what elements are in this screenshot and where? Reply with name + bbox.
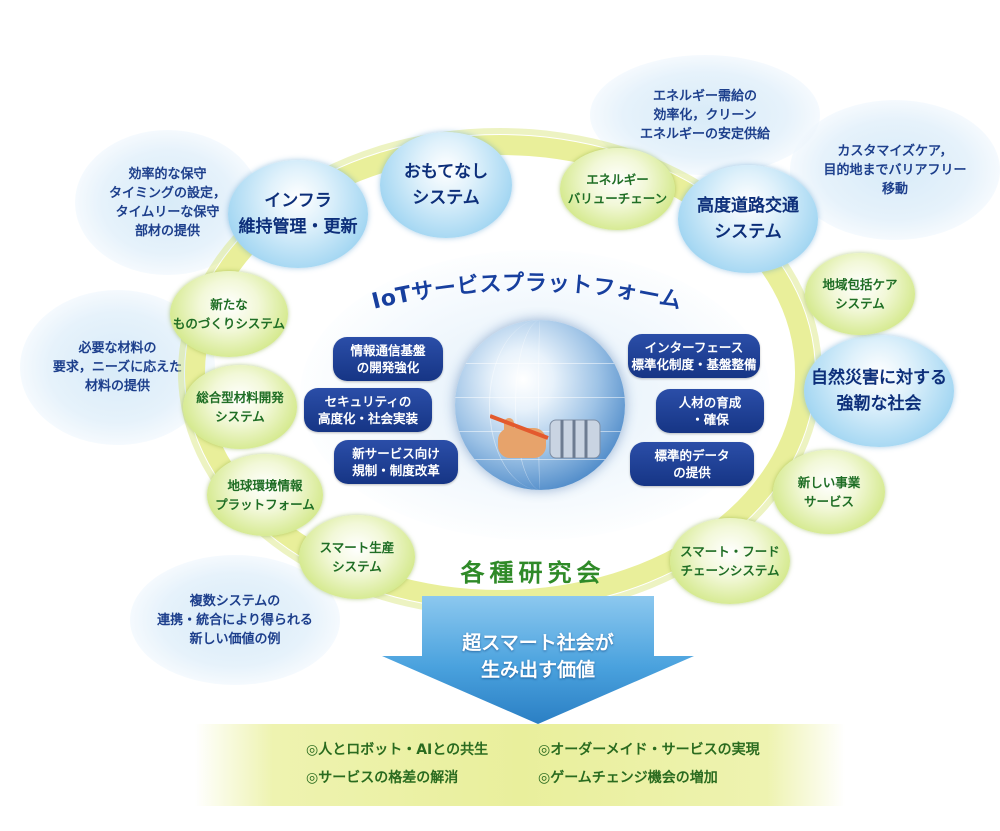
- bubble-omotenashi: おもてなし システム: [380, 132, 512, 238]
- bubble-community-care: 地域包括ケア システム: [805, 253, 915, 335]
- bubble-earth-env: 地球環境情報 プラットフォーム: [207, 454, 323, 536]
- pill-talent: 人材の育成 ・確保: [656, 389, 764, 433]
- callout-custom-care: カスタマイズケア， 目的地までバリアフリー 移動: [790, 100, 1000, 240]
- bubble-monozukuri: 新たな ものづくりシステム: [170, 271, 288, 357]
- svg-text:IoTサービスプラットフォーム: IoTサービスプラットフォーム: [369, 271, 684, 315]
- pill-ict: 情報通信基盤 の開発強化: [333, 337, 443, 381]
- bubble-new-business: 新しい事業 サービス: [773, 450, 885, 534]
- platform-title-text: IoTサービスプラットフォーム: [369, 271, 683, 315]
- research-label: 各種研究会: [460, 558, 606, 587]
- bubble-energy-chain: エネルギー バリューチェーン: [560, 148, 675, 230]
- pill-regulation: 新サービス向け 規制・制度改革: [334, 440, 458, 484]
- value-arrow: [382, 596, 694, 724]
- callout-maintenance: 効率的な保守 タイミングの設定， タイムリーな保守 部材の提供: [75, 130, 260, 275]
- bubble-infra: インフラ 維持管理・更新: [228, 160, 368, 268]
- pill-interface: インターフェース 標準化制度・基盤整備: [628, 334, 760, 378]
- robot-hand-image: [490, 414, 601, 459]
- platform-title: IoTサービスプラットフォーム: [369, 271, 684, 315]
- result-order-made: ◎オーダーメイド・サービスの実現: [538, 742, 760, 758]
- bubble-road: 高度道路交通 システム: [678, 165, 818, 273]
- result-game-change: ◎ゲームチェンジ機会の増加: [538, 770, 718, 786]
- pill-data: 標準的データ の提供: [630, 442, 754, 486]
- result-band: [195, 724, 845, 806]
- callout-examples: 複数システムの 連携・統合により得られる 新しい価値の例: [130, 555, 340, 685]
- bubble-materials-dev: 総合型材料開発 システム: [183, 365, 297, 449]
- bubble-food-chain: スマート・フード チェーンシステム: [670, 518, 790, 604]
- pill-security: セキュリティの 高度化・社会実装: [304, 388, 432, 432]
- globe-image: [455, 320, 625, 490]
- arrow-label: 超スマート社会が 生み出す価値: [462, 632, 614, 681]
- bubble-smart-production: スマート生産 システム: [299, 515, 415, 599]
- bubble-disaster: 自然災害に対する 強靭な社会: [804, 335, 954, 447]
- result-gap: ◎サービスの格差の解消: [306, 770, 459, 786]
- result-robot-ai: ◎人とロボット・AIとの共生: [306, 742, 489, 758]
